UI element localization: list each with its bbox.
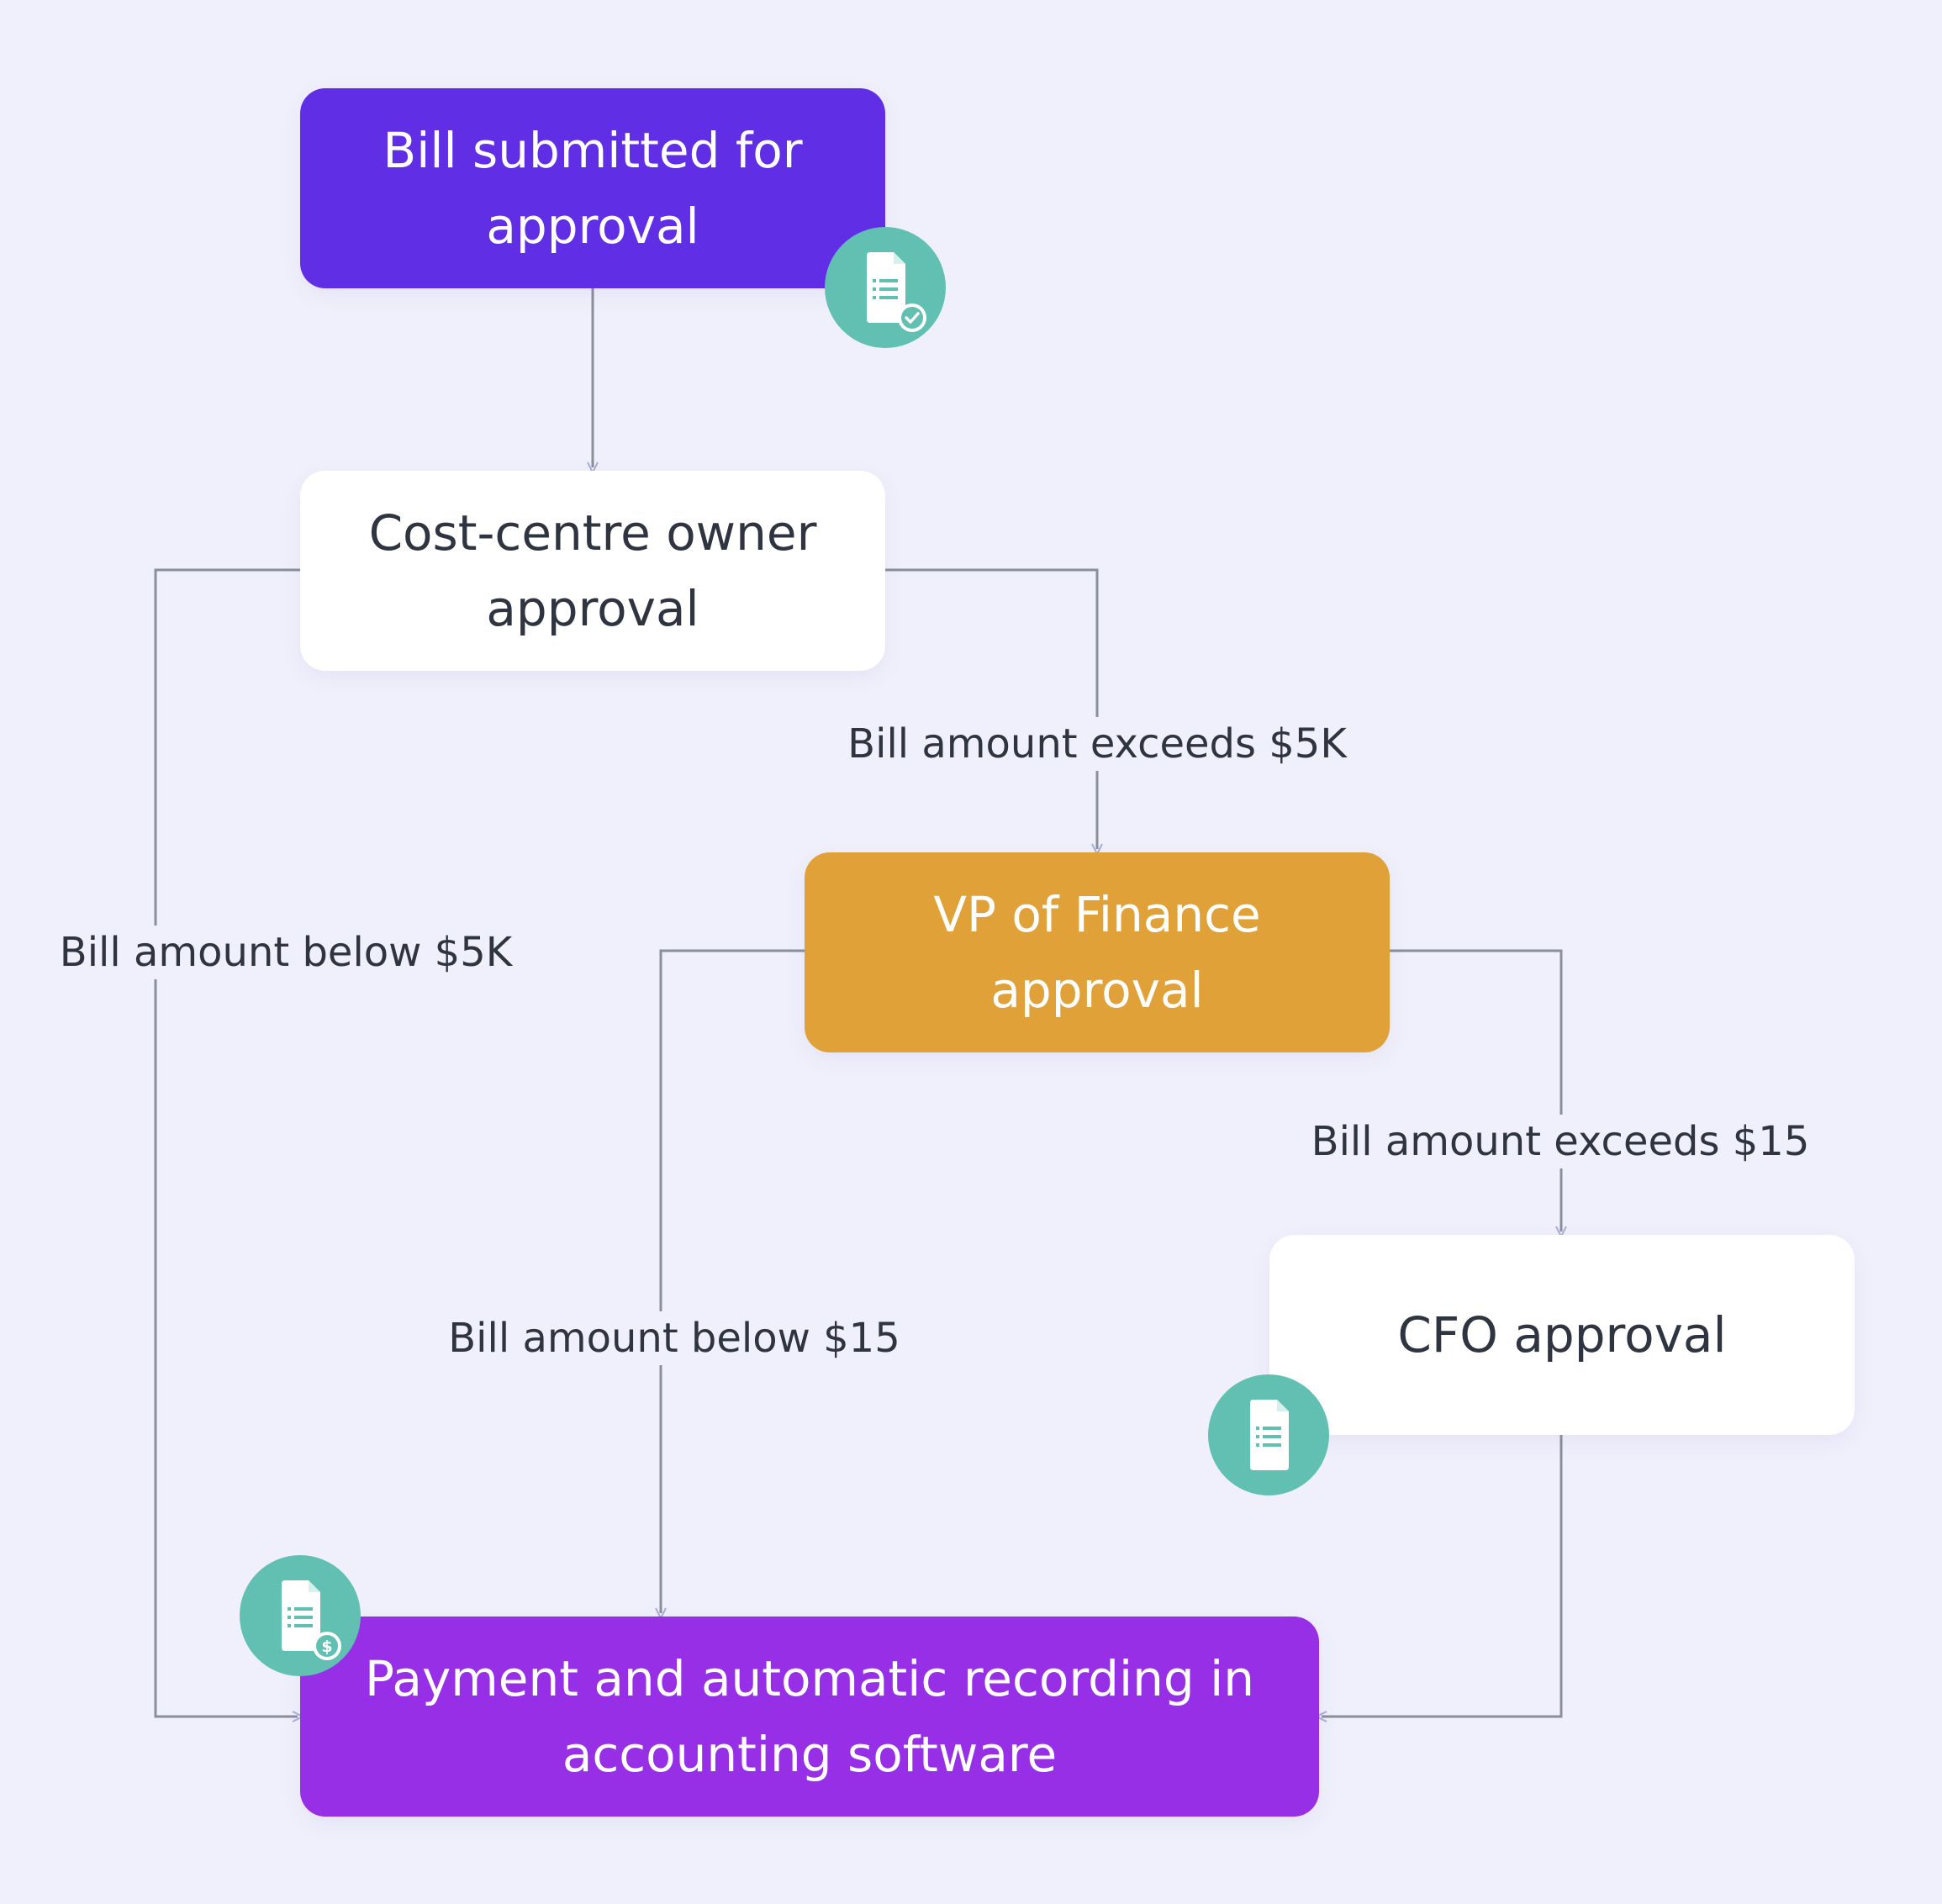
- node-bill-submitted: Bill submitted for approval: [300, 88, 885, 288]
- connector-cfo-to-payment: [1322, 1435, 1563, 1717]
- connector-costcentre-to-vp: [885, 568, 1097, 849]
- svg-text:$: $: [321, 1638, 332, 1656]
- document-dollar-icon: $: [240, 1555, 361, 1676]
- connector-vp-to-payment: [661, 949, 805, 1613]
- edge-label-exceeds-5k: Bill amount exceeds $5K: [842, 717, 1352, 771]
- node-cost-centre-owner-approval: Cost-centre owner approval: [300, 471, 885, 671]
- connector-vp-to-cfo: [1390, 949, 1561, 1232]
- edge-label-below-5k: Bill amount below $5K: [54, 926, 518, 979]
- node-label: VP of Finance approval: [933, 886, 1261, 1019]
- node-label: Payment and automatic recording in accou…: [365, 1650, 1254, 1783]
- connector-costcentre-to-payment: [154, 568, 300, 1717]
- node-cfo-approval: CFO approval: [1269, 1235, 1855, 1435]
- edge-label-exceeds-15: Bill amount exceeds $15: [1306, 1115, 1815, 1168]
- document-check-icon: [825, 227, 946, 348]
- node-label: CFO approval: [1397, 1306, 1727, 1363]
- node-label: Bill submitted for approval: [383, 122, 803, 255]
- document-list-icon: [1208, 1374, 1329, 1495]
- node-vp-finance-approval: VP of Finance approval: [805, 852, 1390, 1052]
- edge-label-below-15: Bill amount below $15: [443, 1311, 905, 1365]
- node-label: Cost-centre owner approval: [368, 504, 817, 637]
- node-payment-recording: Payment and automatic recording in accou…: [300, 1617, 1319, 1817]
